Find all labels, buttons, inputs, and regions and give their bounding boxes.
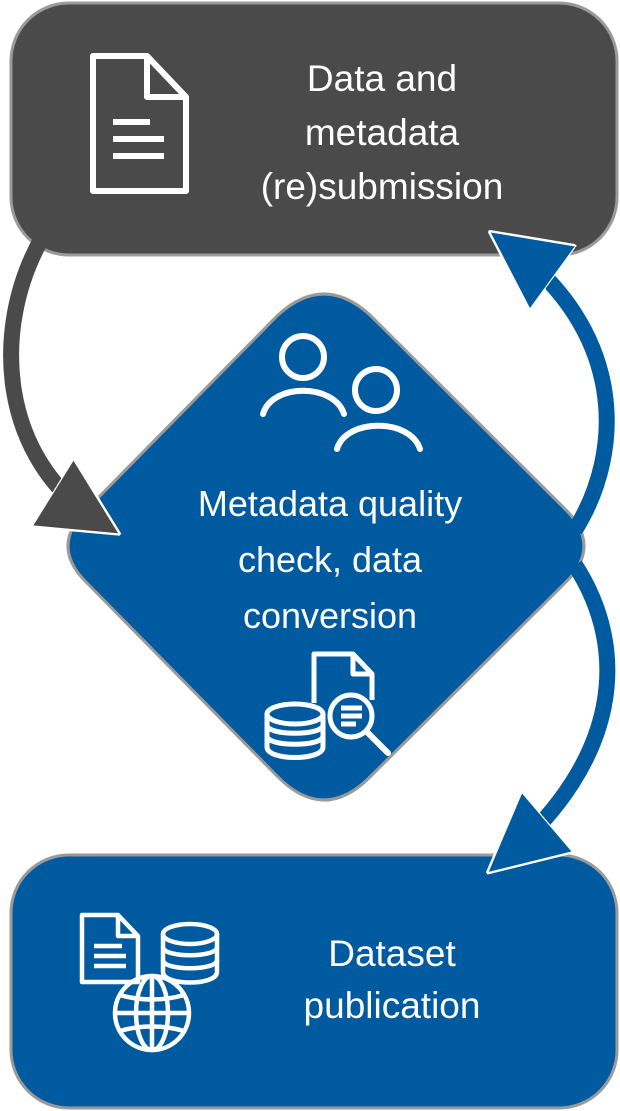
quality-check-label-line: check, data (237, 539, 423, 580)
quality-check-label-line: Metadata quality (197, 483, 463, 524)
publication-label-line: publication (303, 985, 481, 1026)
submission-label-line: (re)submission (260, 166, 504, 207)
quality-check-diamond (66, 292, 586, 802)
publication-label: Dataset publication (272, 928, 512, 1032)
check-to-resubmission-arrow (508, 245, 615, 535)
document-icon (90, 53, 189, 194)
dataset-publication-icon (79, 912, 220, 1053)
submission-to-check-arrow (3, 234, 100, 522)
users-icon (260, 333, 423, 452)
database-search-icon (264, 651, 391, 760)
submission-label-line: metadata (304, 112, 460, 153)
submission-label-line: Data and (306, 58, 458, 99)
check-to-publication-arrow (505, 560, 616, 858)
publication-label-line: Dataset (328, 933, 456, 974)
quality-check-label-line: conversion (242, 595, 418, 636)
quality-check-label: Metadata quality check, data conversion (150, 476, 510, 644)
submission-label: Data and metadata (re)submission (232, 52, 532, 214)
